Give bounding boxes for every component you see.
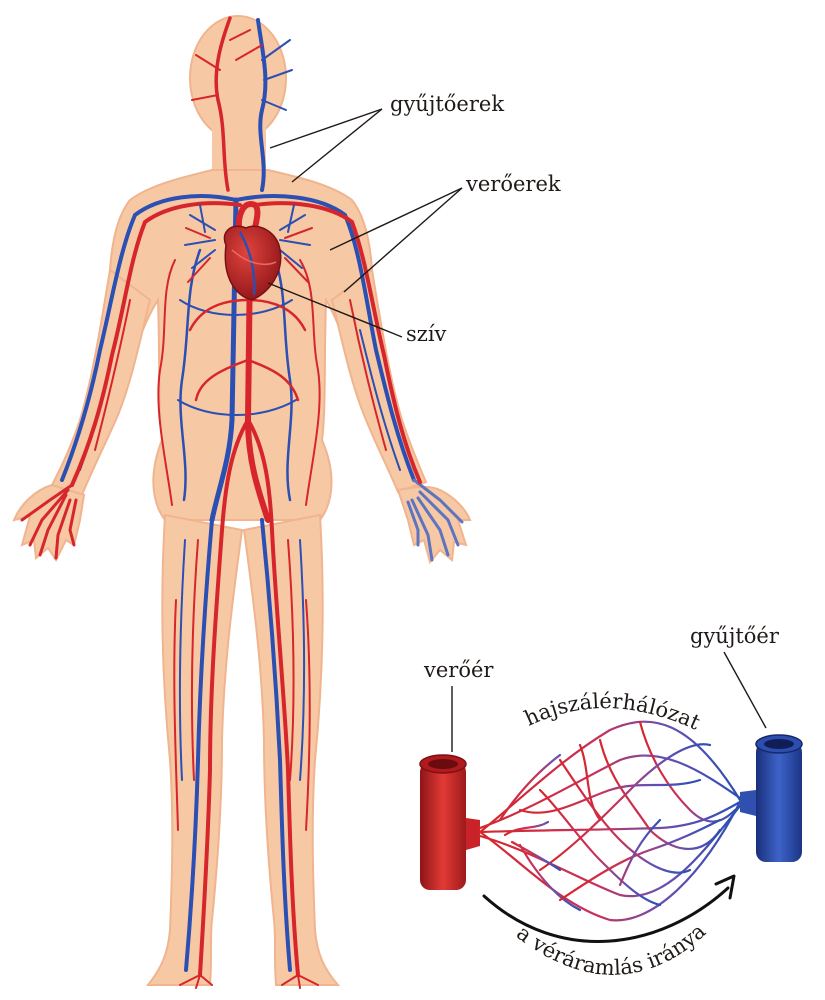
artery-label: verőér [424, 658, 494, 682]
capillary-bed [478, 720, 742, 922]
flow-direction-arrow [482, 874, 736, 943]
vein-label: gyűjtőér [690, 624, 779, 648]
right-hand [12, 483, 86, 562]
body-veins [60, 18, 464, 972]
flow-direction-label: a véráramlás iránya [512, 919, 710, 980]
arteries-label: verőerek [466, 172, 561, 196]
right-arm [50, 268, 152, 497]
veins-label: gyűjtőerek [390, 92, 505, 116]
leader-lines-body [267, 108, 463, 338]
capillary-inset: hajszálérhálózat a véráramlás iránya [419, 651, 803, 980]
vein-tube [740, 734, 803, 862]
neck [212, 125, 266, 175]
left-hand [396, 485, 472, 565]
heart-label: szív [406, 322, 447, 346]
right-leg [145, 513, 244, 986]
leader-vein [723, 651, 767, 729]
body-silhouette [12, 15, 472, 986]
body-arteries [20, 16, 422, 989]
artery-tube [419, 754, 480, 890]
lung-vessels [184, 204, 313, 283]
heart [223, 225, 282, 301]
